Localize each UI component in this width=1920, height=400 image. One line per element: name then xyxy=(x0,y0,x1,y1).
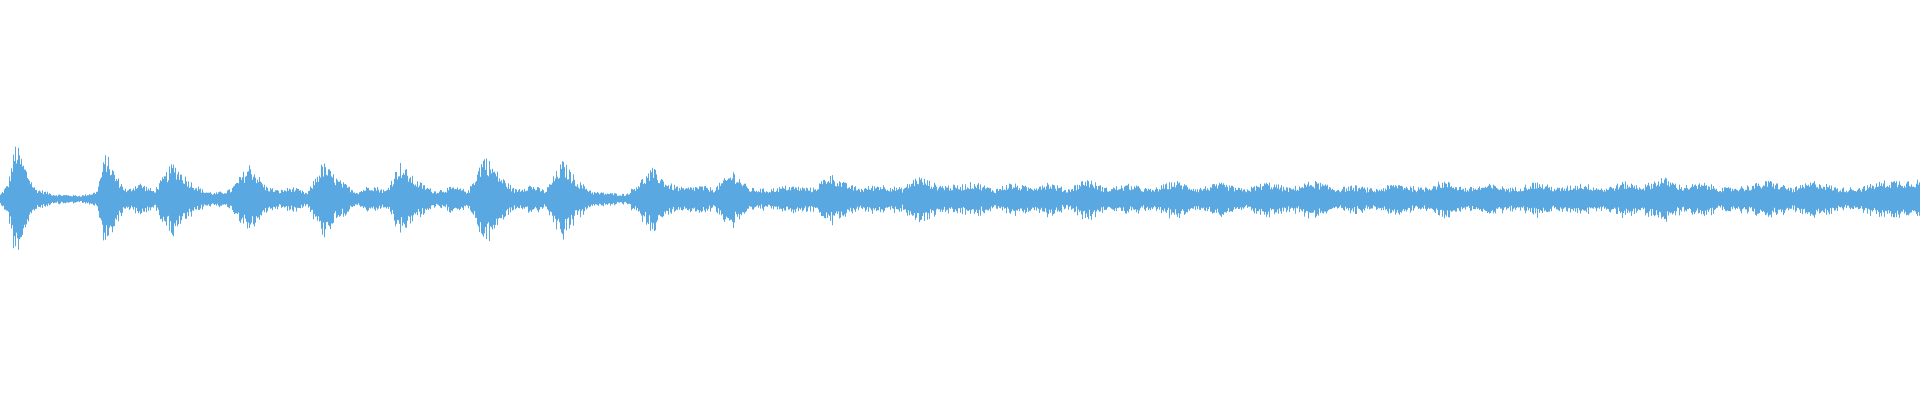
waveform-bars xyxy=(0,146,1920,250)
waveform-path xyxy=(0,146,1920,250)
